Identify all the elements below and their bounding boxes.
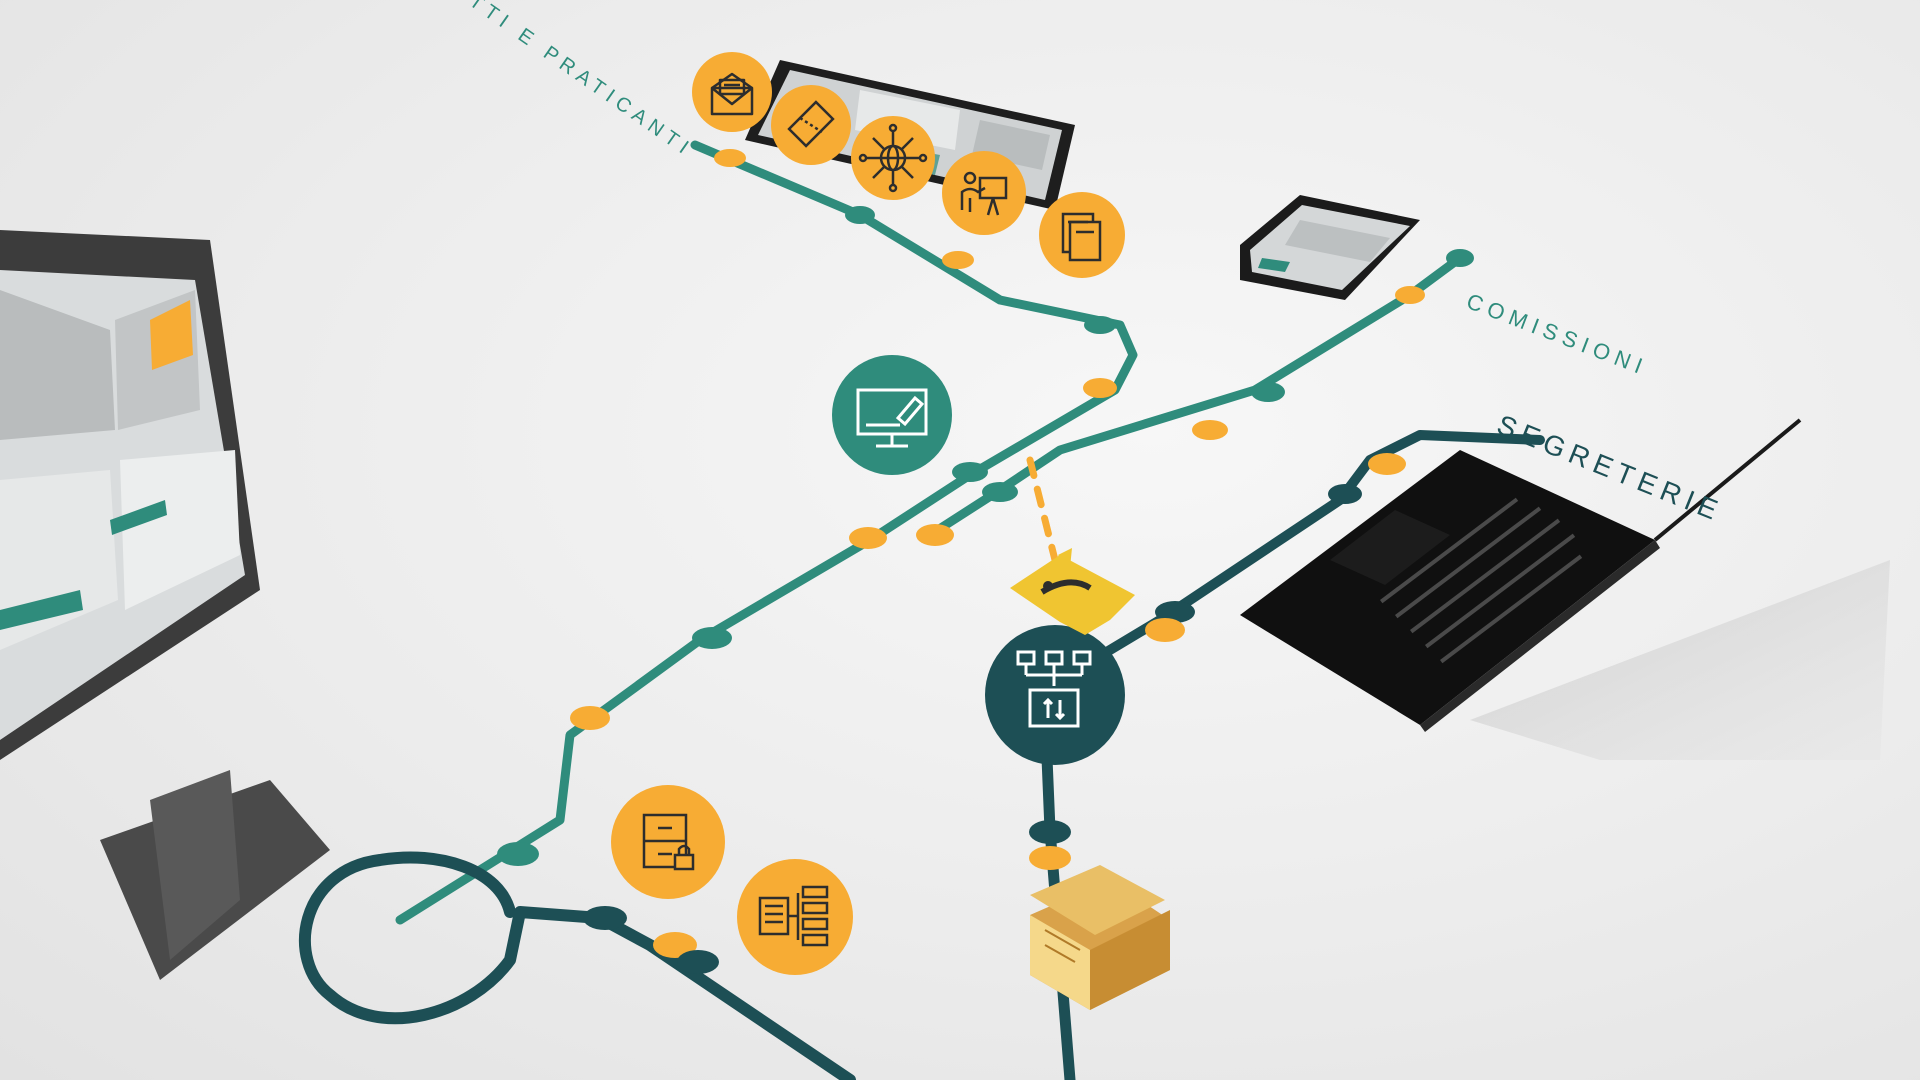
folder-transfer-icon bbox=[985, 625, 1125, 765]
smartphone bbox=[1240, 195, 1420, 300]
network-globe-icon bbox=[851, 116, 935, 200]
monitor-edit-icon bbox=[832, 355, 952, 475]
documents-icon bbox=[1039, 192, 1125, 278]
dashed-connector bbox=[1026, 456, 1059, 564]
route-praticanti bbox=[395, 140, 1138, 925]
archive-folders-icon bbox=[1030, 865, 1170, 1010]
presenter-icon bbox=[942, 151, 1026, 235]
envelope-icon bbox=[692, 52, 772, 132]
chat-bubble-icon bbox=[1010, 548, 1135, 635]
laptop bbox=[1240, 418, 1890, 760]
route-segreterie bbox=[1055, 430, 1545, 685]
ticket-icon bbox=[771, 85, 851, 165]
route-loop bbox=[298, 851, 856, 1080]
label-praticanti: TTI E PRATICANTI bbox=[465, 0, 697, 162]
desktop-monitor bbox=[0, 230, 330, 980]
stations bbox=[497, 149, 1474, 974]
server-list-icon bbox=[737, 859, 853, 975]
label-commissioni: COMISSIONI bbox=[1463, 288, 1651, 380]
cabinet-lock-icon bbox=[611, 785, 725, 899]
